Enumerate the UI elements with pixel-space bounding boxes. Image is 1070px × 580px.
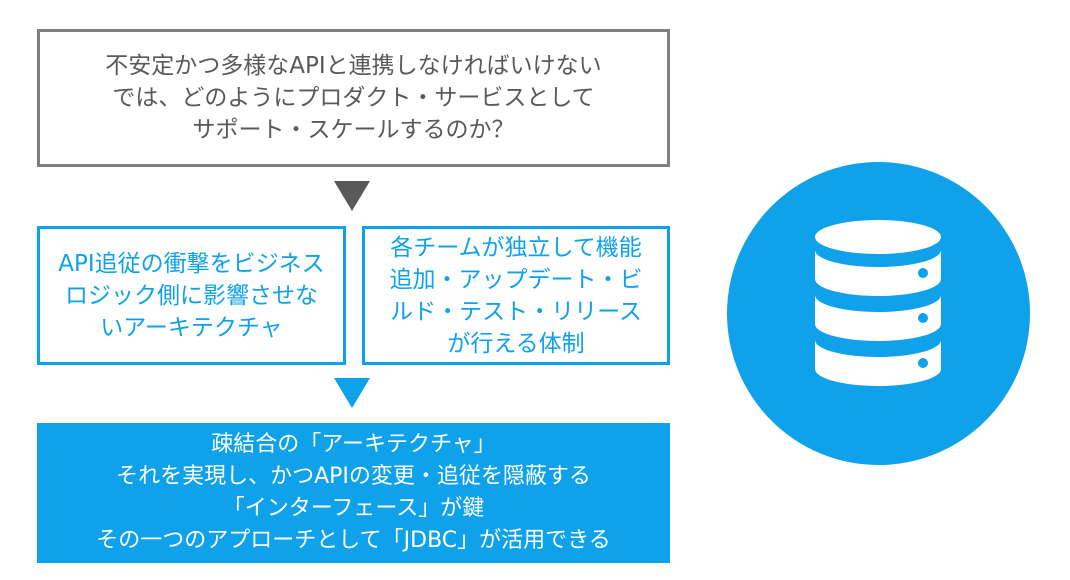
- question-line-2: では、どのようにプロダクト・サービスとして: [112, 85, 595, 111]
- goal-right-line-3: ルド・テスト・リリース: [390, 298, 642, 325]
- question-box: 不安定かつ多様なAPIと連携しなければいけない では、どのようにプロダクト・サー…: [37, 29, 670, 167]
- goal-right-line-1: 各チームが独立して機能: [390, 234, 642, 261]
- goal-left-line-3: いアーキテクチャ: [100, 314, 283, 341]
- goal-box-team-structure: 各チームが独立して機能 追加・アップデート・ビ ルド・テスト・リリース が行える…: [362, 226, 670, 365]
- database-icon-graphic: [815, 220, 941, 386]
- database-icon: [727, 162, 1030, 465]
- goal-left-line-1: API追従の衝撃をビジネス: [58, 250, 325, 277]
- down-arrow-icon-blue: [334, 378, 370, 408]
- down-arrow-icon-gray: [334, 181, 370, 211]
- conclusion-line-2: それを実現し、かつAPIの変更・追従を隠蔽する: [116, 464, 591, 489]
- goal-left-line-2: ロジック側に影響させな: [65, 282, 318, 309]
- conclusion-line-4: その一つのアプローチとして「JDBC」が活用できる: [96, 528, 611, 553]
- goal-right-line-4: が行える体制: [447, 330, 585, 357]
- goal-box-architecture: API追従の衝撃をビジネス ロジック側に影響させな いアーキテクチャ: [37, 226, 346, 365]
- conclusion-line-3: 「インターフェース」が鍵: [222, 496, 485, 521]
- goal-right-line-2: 追加・アップデート・ビ: [389, 266, 643, 293]
- conclusion-box: 疎結合の「アーキテクチャ」 それを実現し、かつAPIの変更・追従を隠蔽する 「イ…: [37, 423, 670, 563]
- conclusion-line-1: 疎結合の「アーキテクチャ」: [211, 432, 496, 457]
- question-line-3: サポート・スケールするのか？: [192, 117, 515, 143]
- question-line-1: 不安定かつ多様なAPIと連携しなければいけない: [105, 53, 602, 79]
